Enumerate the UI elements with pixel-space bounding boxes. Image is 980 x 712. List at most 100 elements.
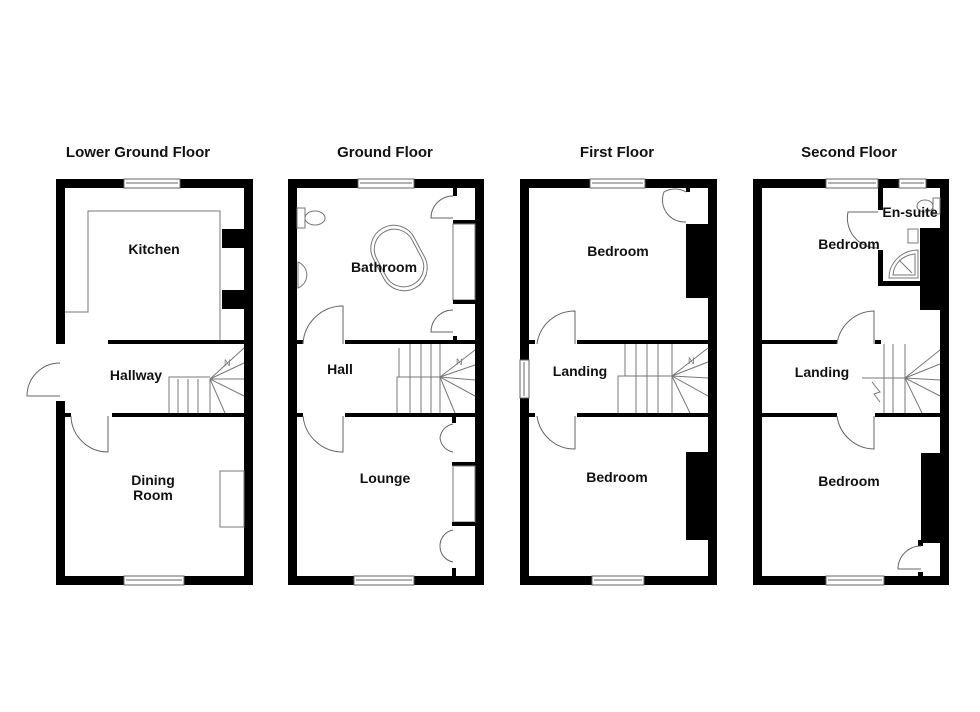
room-label-hallway: Hallway — [110, 367, 162, 383]
staircase: N — [396, 344, 476, 414]
stair-direction-marker: N — [688, 356, 695, 366]
staircase: N — [617, 344, 709, 414]
wall — [65, 413, 71, 417]
wc-bowl — [304, 210, 326, 226]
floor-title-lower-ground: Lower Ground Floor — [65, 144, 211, 161]
wc-bowl — [916, 199, 934, 213]
cupboard-door — [439, 423, 454, 453]
room-label-kitchen: Kitchen — [128, 241, 179, 257]
door — [70, 415, 109, 453]
door — [430, 195, 454, 219]
wall — [453, 300, 475, 304]
stair-direction-marker: N — [224, 358, 231, 368]
wall — [520, 398, 529, 585]
wall — [577, 340, 708, 344]
wall — [297, 413, 303, 417]
door — [302, 415, 344, 453]
wall — [708, 179, 717, 585]
basin — [907, 228, 919, 244]
staircase: N — [168, 347, 245, 414]
chimney-breast — [686, 224, 708, 298]
door — [661, 188, 687, 223]
wall — [452, 568, 456, 576]
wall — [762, 413, 837, 417]
wall — [875, 413, 940, 417]
wall — [529, 340, 535, 344]
wall — [878, 250, 883, 285]
wall — [529, 413, 535, 417]
wall — [288, 179, 297, 585]
wall — [345, 340, 475, 344]
wall — [56, 179, 65, 344]
wall — [452, 462, 475, 466]
stair-direction-marker: N — [456, 357, 463, 367]
wall — [56, 401, 65, 585]
door — [302, 305, 344, 345]
floor-first: N Bedroom Landing Bedroom — [519, 178, 717, 586]
chimney-breast — [686, 452, 708, 540]
front-door — [26, 362, 61, 397]
kitchen-worktop — [65, 210, 221, 340]
floor-lower-ground: N Kitchen Hallway Dining Room — [26, 178, 253, 586]
chimney-breast — [920, 228, 940, 310]
wall — [112, 413, 244, 417]
wall — [918, 572, 923, 576]
room-label-lounge: Lounge — [360, 470, 411, 486]
wall — [762, 340, 837, 344]
room-label-bathroom: Bathroom — [351, 259, 417, 275]
wall — [918, 540, 923, 546]
wc-cistern — [296, 207, 306, 229]
wall — [577, 413, 708, 417]
door — [836, 415, 875, 450]
wall — [875, 340, 881, 344]
floor-title-second: Second Floor — [801, 144, 897, 161]
room-label-bedroom-rear: Bedroom — [818, 473, 879, 489]
fireplace — [219, 470, 245, 528]
wall — [244, 179, 253, 585]
cupboard-door — [897, 545, 922, 570]
staircase — [862, 344, 941, 414]
floor-second: Bedroom En-suite Landing Bedroom — [753, 178, 949, 586]
basin — [297, 261, 308, 289]
wall — [108, 340, 244, 344]
room-label-dining-room-line1: Dining — [131, 472, 175, 488]
door — [430, 309, 454, 333]
room-label-en-suite: En-suite — [882, 204, 937, 220]
room-label-dining-room-line2: Room — [133, 487, 173, 503]
wall — [345, 413, 475, 417]
wall — [452, 522, 475, 526]
wall — [520, 179, 529, 360]
alcove — [452, 465, 476, 523]
wall — [878, 188, 883, 210]
room-label-hall: Hall — [327, 361, 353, 377]
wall — [453, 188, 457, 196]
wall — [452, 417, 456, 423]
chimney-breast — [222, 229, 244, 248]
wall — [940, 179, 949, 585]
chimney-breast — [222, 290, 244, 309]
chimney-breast — [921, 453, 940, 543]
room-label-landing: Landing — [553, 363, 607, 379]
wall — [297, 340, 303, 344]
floor-title-ground: Ground Floor — [337, 144, 433, 161]
door — [836, 310, 875, 345]
room-label-bedroom-front: Bedroom — [818, 236, 879, 252]
door — [536, 310, 576, 345]
freestanding-bath — [370, 224, 428, 292]
room-label-landing: Landing — [795, 364, 849, 380]
wall — [453, 336, 457, 340]
floor-title-first: First Floor — [579, 144, 655, 161]
room-label-bedroom-rear: Bedroom — [586, 469, 647, 485]
wall — [753, 179, 762, 585]
floor-ground: N Bathroom Hall Lounge — [288, 178, 484, 586]
wall — [878, 281, 920, 286]
wall — [453, 220, 475, 224]
door — [846, 211, 879, 249]
cupboard — [452, 223, 476, 301]
wall — [686, 188, 690, 192]
room-label-bedroom-front: Bedroom — [587, 243, 648, 259]
shower-tray — [888, 249, 919, 279]
door — [536, 415, 576, 450]
wall — [475, 179, 484, 585]
